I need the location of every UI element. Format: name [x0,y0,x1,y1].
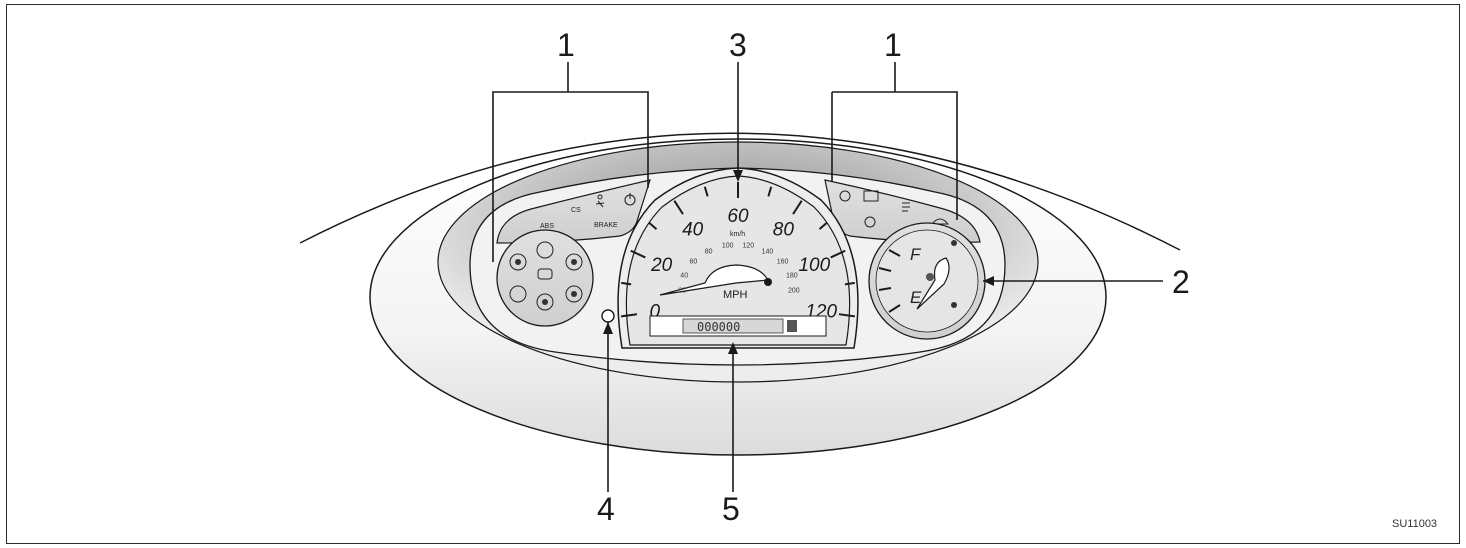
mph-scale-label: 80 [773,219,795,240]
mph-scale-label: 20 [650,255,673,276]
kmh-scale-label: 100 [722,243,734,250]
low-fuel-icon [565,285,583,303]
fuel-gauge: F E [868,222,986,340]
speedometer-needle [659,264,769,296]
callout-5: 5 [722,491,740,527]
kmh-scale-label: 140 [762,248,774,255]
fuel-needle [916,257,950,310]
speedometer-tick [648,221,658,230]
kmh-scale-label: 200 [788,288,800,295]
charge-icon [536,241,554,259]
speedometer-tick [838,313,855,318]
trip-indicator-icon [787,320,797,332]
high-beam-icon [864,216,876,228]
needle-pivot [764,278,772,286]
left-warning-lamp-cluster [496,229,594,327]
brake-lamp-label: BRAKE [594,222,618,229]
turn-signal-icon [839,190,851,202]
check-engine-icon [537,268,553,280]
engine-temp-icon [565,253,583,271]
battery-icon [863,190,879,202]
kmh-unit-label: km/h [730,231,745,238]
callout-1-left: 1 [557,27,575,63]
mph-scale-label: 40 [682,219,704,240]
speedometer-tick [844,281,855,286]
figure-code: SU11003 [1392,518,1437,530]
gauge-dot-bottom-icon [951,302,957,308]
fog-lamp-icon [902,202,910,212]
kmh-scale-label: 180 [786,272,798,279]
mph-scale-label: 100 [798,255,830,276]
door-ajar-icon [536,293,554,311]
speedometer-tick [673,200,684,215]
speedometer-tick [703,186,709,197]
speedometer-tick [630,249,646,259]
kmh-scale-label: 60 [690,259,698,266]
abs-lamp-label: ABS [540,223,554,230]
fuel-empty-label: E [910,288,922,307]
speedometer-tick [792,200,803,215]
mph-unit-label: MPH [723,289,748,301]
callout-leaders [492,62,1163,492]
mph-scale-label: 0 [650,302,661,323]
speedometer-tick [621,313,638,318]
figure-frame [6,4,1460,544]
oil-pressure-icon [509,253,527,271]
callout-2: 2 [1172,264,1190,300]
airbag-warning-icon [595,194,605,208]
fuel-pump-icon [926,273,934,281]
seatbelt-icon [509,285,527,303]
callout-4: 4 [597,491,615,527]
kmh-scale-label: 160 [777,259,789,266]
security-icon [930,218,950,225]
trip-reset-knob [601,309,615,323]
speedometer-tick [621,281,632,286]
callout-3: 3 [729,27,747,63]
odometer-digits: 000000 [697,320,740,334]
fuel-full-label: F [910,245,922,264]
speedometer-tick [818,221,828,230]
power-warning-icon [624,193,636,206]
gauge-dot-top-icon [951,240,957,246]
cs-lamp-label: CS [571,207,581,214]
kmh-scale-label: 120 [742,243,754,250]
mph-scale-label: 60 [727,206,749,227]
speedometer-tick [767,186,773,197]
speedometer-tick [830,249,846,259]
kmh-scale-label: 40 [680,272,688,279]
kmh-scale-label: 80 [705,248,713,255]
callout-1-right: 1 [884,27,902,63]
